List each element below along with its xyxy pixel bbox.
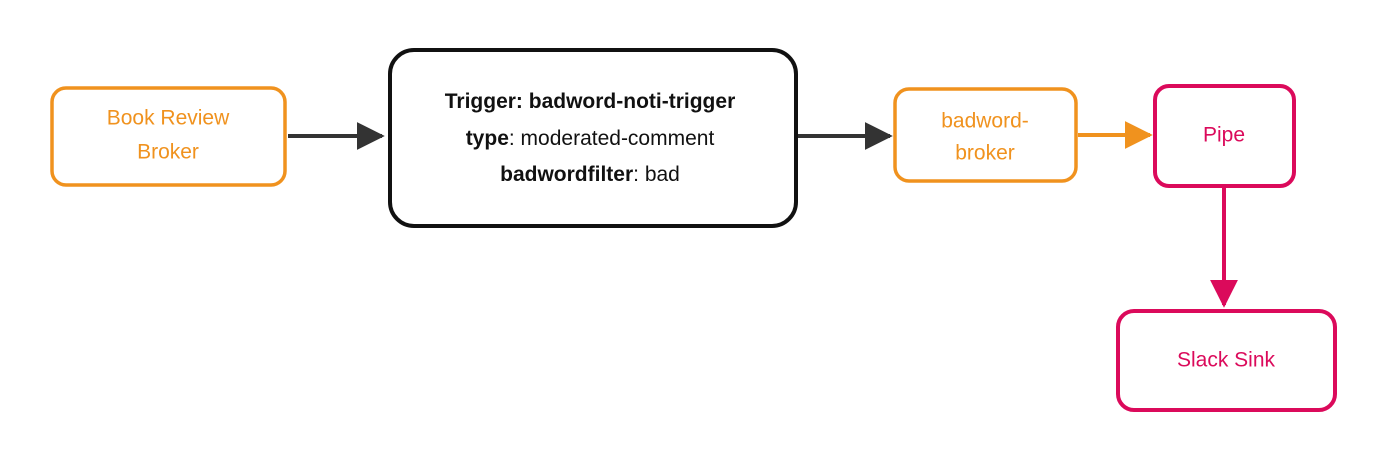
node-badword-broker-line-1: badword- <box>941 110 1029 133</box>
node-book-review-broker[interactable]: Book Review Broker <box>50 86 287 187</box>
trigger-row-trigger-label: Trigger: <box>445 90 523 113</box>
trigger-row-badwordfilter: badwordfilter: bad <box>500 163 680 186</box>
trigger-row-type: type: moderated-comment <box>466 127 715 150</box>
trigger-row-trigger-value: badword-noti-trigger <box>529 90 735 113</box>
trigger-row-type-label: type <box>466 127 509 150</box>
trigger-row-trigger: Trigger: badword-noti-trigger <box>445 90 736 113</box>
node-slack-sink[interactable]: Slack Sink <box>1116 309 1337 412</box>
node-pipe[interactable]: Pipe <box>1153 84 1296 188</box>
edge-layer <box>288 121 1238 308</box>
node-slack-sink-shape <box>1116 309 1337 412</box>
node-pipe-label: Pipe <box>1203 124 1245 147</box>
trigger-row-type-value: moderated-comment <box>521 127 715 150</box>
node-badword-broker[interactable]: badword- broker <box>893 87 1078 183</box>
node-pipe-shape <box>1153 84 1296 188</box>
trigger-row-badwordfilter-value: bad <box>645 163 680 186</box>
node-badword-noti-trigger-shape <box>388 48 798 228</box>
trigger-row-badwordfilter-label: badwordfilter <box>500 163 633 186</box>
node-badword-noti-trigger[interactable]: Trigger: badword-noti-trigger type: mode… <box>388 48 798 228</box>
node-book-review-broker-line-2: Broker <box>137 141 199 164</box>
node-slack-sink-label: Slack Sink <box>1177 349 1276 372</box>
node-book-review-broker-line-1: Book Review <box>107 107 230 130</box>
node-badword-broker-shape <box>893 87 1078 183</box>
node-badword-broker-line-2: broker <box>955 142 1015 165</box>
node-book-review-broker-shape <box>50 86 287 187</box>
